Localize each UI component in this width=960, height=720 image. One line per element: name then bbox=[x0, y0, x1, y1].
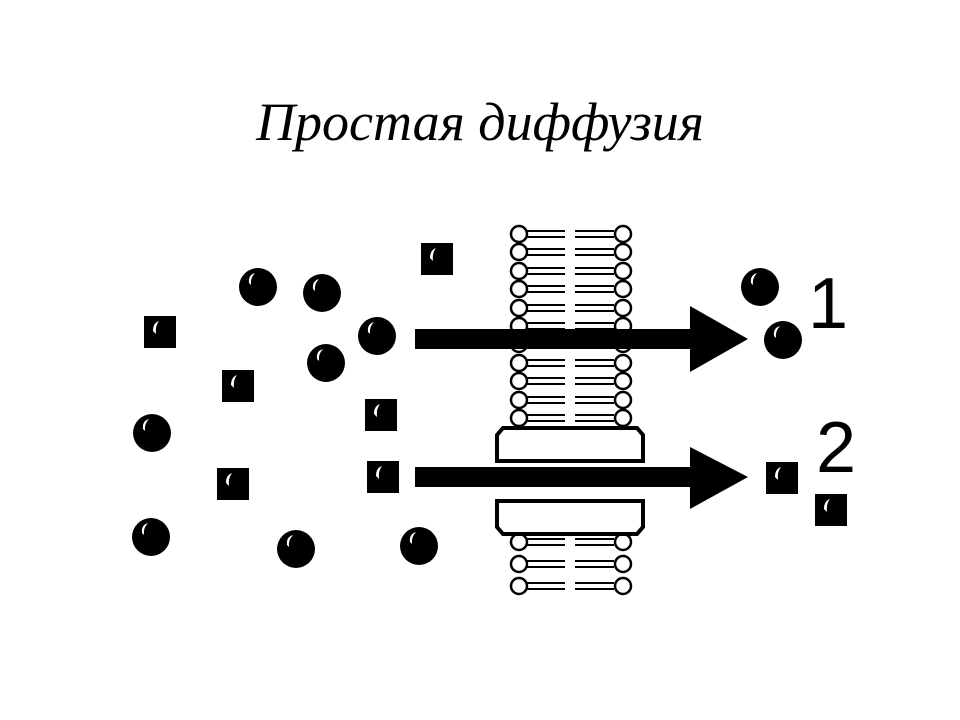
cube-molecule bbox=[421, 243, 453, 275]
sphere-molecule bbox=[358, 317, 396, 355]
label-path-1: 1 bbox=[808, 264, 849, 344]
sphere-molecule bbox=[741, 268, 779, 306]
phospholipid-pair bbox=[509, 408, 633, 428]
phospholipid-pair bbox=[509, 279, 633, 299]
sphere-molecule bbox=[132, 518, 170, 556]
sphere-molecule bbox=[277, 530, 315, 568]
protein-channel bbox=[495, 426, 645, 536]
phospholipid-pair bbox=[509, 298, 633, 318]
phospholipid-pair bbox=[509, 390, 633, 410]
cube-molecule bbox=[365, 399, 397, 431]
arrow-path-1 bbox=[415, 306, 748, 372]
sphere-molecule bbox=[764, 321, 802, 359]
cube-molecule bbox=[766, 462, 798, 494]
phospholipid-pair bbox=[509, 261, 633, 281]
sphere-molecule bbox=[239, 268, 277, 306]
cube-molecule bbox=[144, 316, 176, 348]
cube-molecule bbox=[815, 494, 847, 526]
arrow-path-2 bbox=[415, 447, 748, 509]
phospholipid-pair bbox=[509, 371, 633, 391]
sphere-molecule bbox=[303, 274, 341, 312]
lipid-bilayer bbox=[509, 224, 633, 596]
cube-molecule bbox=[217, 468, 249, 500]
slide-title: Простая диффузия bbox=[256, 92, 704, 152]
phospholipid-pair bbox=[509, 576, 633, 596]
cube-molecule bbox=[222, 370, 254, 402]
phospholipid-pair bbox=[509, 242, 633, 262]
phospholipid-pair bbox=[509, 224, 633, 244]
sphere-molecule bbox=[133, 414, 171, 452]
sphere-molecule bbox=[400, 527, 438, 565]
phospholipid-pair bbox=[509, 353, 633, 373]
cube-molecule bbox=[367, 461, 399, 493]
sphere-molecule bbox=[307, 344, 345, 382]
phospholipid-pair bbox=[509, 532, 633, 552]
label-path-2: 2 bbox=[816, 408, 857, 488]
phospholipid-pair bbox=[509, 554, 633, 574]
